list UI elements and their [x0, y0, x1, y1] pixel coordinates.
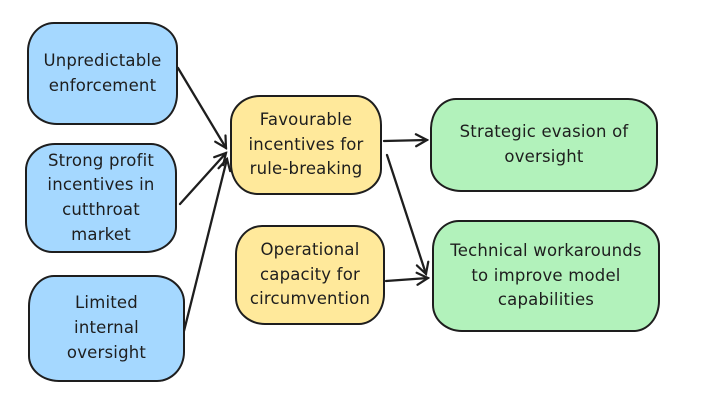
node-favourable-incentives: Favourable incentives for rule-breaking — [230, 95, 382, 195]
arrow-strong-profit-to-favourable — [178, 153, 226, 206]
node-label: Favourable incentives for rule-breaking — [248, 109, 364, 179]
arrow-operational-to-technical — [384, 278, 428, 281]
arrow-limited-oversight-to-favourable — [182, 159, 227, 333]
node-label: Strategic evasion of oversight — [459, 122, 629, 166]
node-operational-capacity: Operational capacity for circumvention — [235, 225, 385, 325]
node-label: Strong profit incentives in cutthroat ma… — [47, 150, 155, 244]
node-label: Unpredictable enforcement — [43, 50, 162, 95]
node-strategic-evasion: Strategic evasion of oversight — [430, 98, 658, 192]
node-limited-internal-oversight: Limited internal oversight — [28, 275, 185, 382]
node-unpredictable-enforcement: Unpredictable enforcement — [27, 22, 178, 125]
node-label: Technical workarounds to improve model c… — [450, 240, 642, 310]
node-label: Limited internal oversight — [66, 293, 147, 362]
arrow-favourable-to-technical — [385, 153, 426, 274]
node-technical-workarounds: Technical workarounds to improve model c… — [432, 220, 660, 332]
node-label: Operational capacity for circumvention — [249, 239, 371, 309]
arrow-unpredictable-to-favourable — [176, 66, 226, 148]
node-strong-profit-incentives: Strong profit incentives in cutthroat ma… — [25, 143, 177, 253]
arrow-favourable-to-strategic — [382, 140, 427, 141]
